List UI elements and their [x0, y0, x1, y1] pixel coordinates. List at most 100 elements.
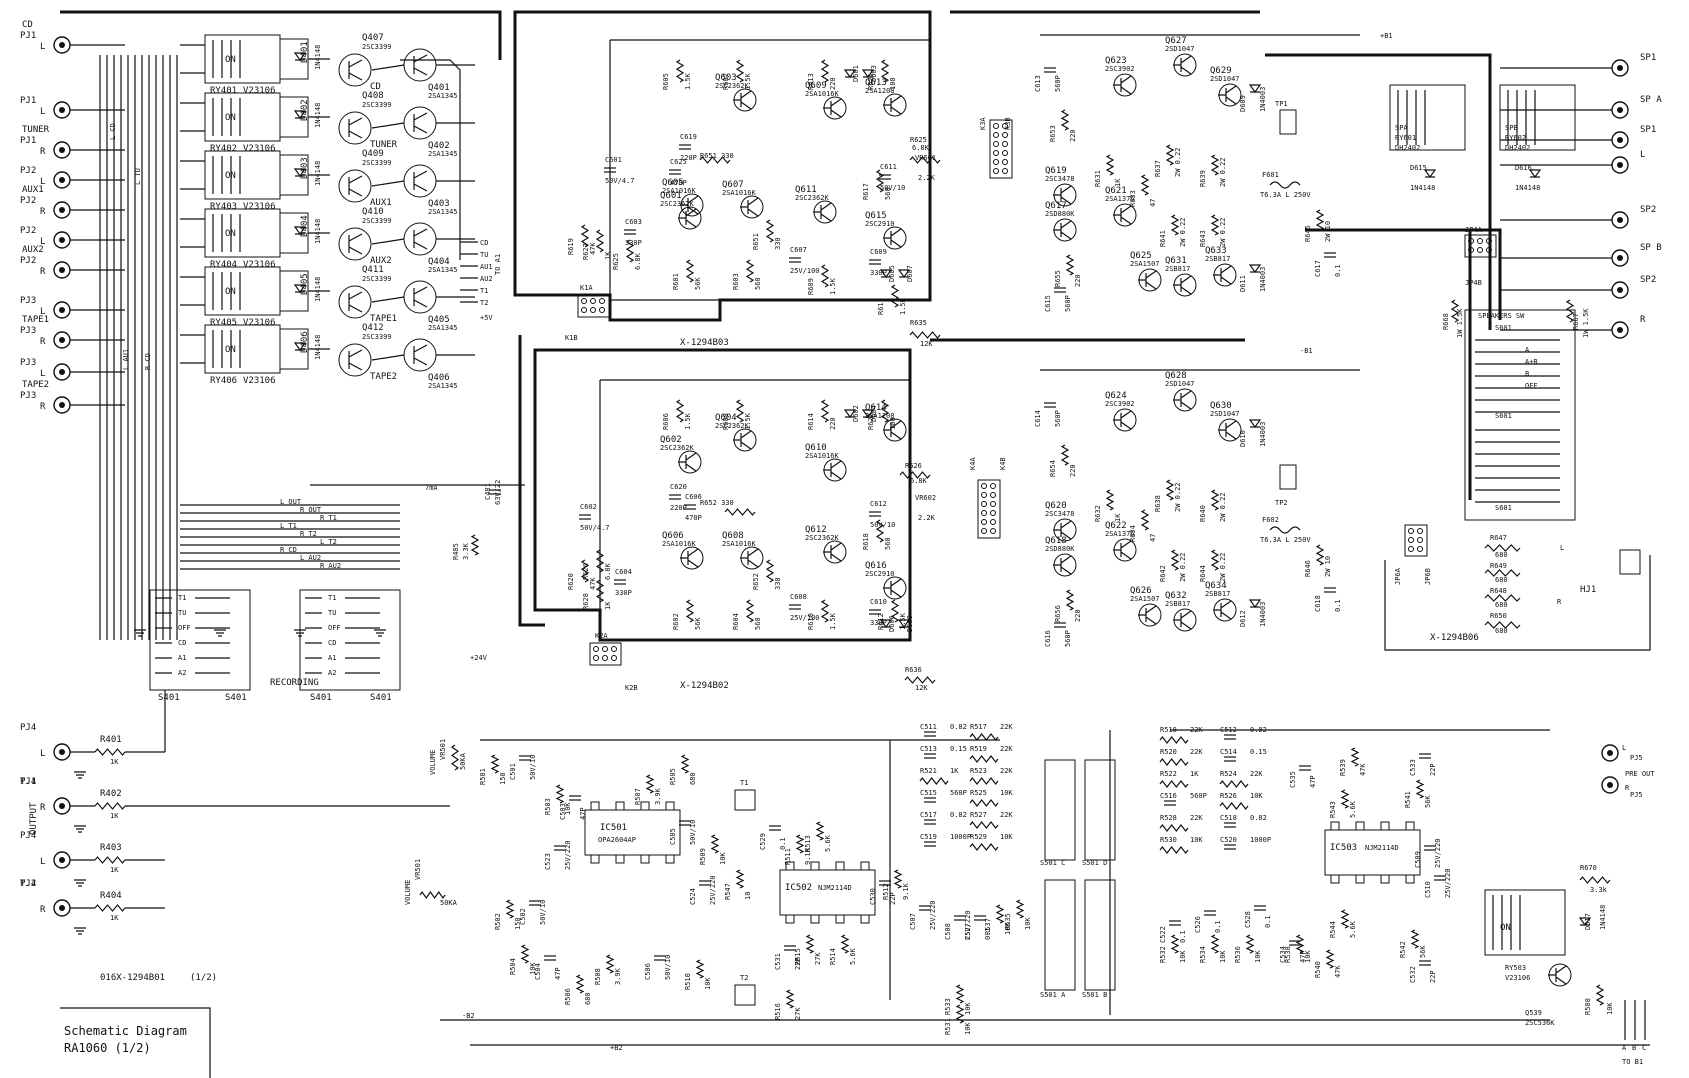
relay-coil	[279, 38, 309, 80]
part-value-label: 47	[1149, 534, 1157, 542]
output-tag-label: T.1	[20, 777, 36, 787]
cap-value-label: 220P	[680, 154, 697, 162]
resistor	[815, 821, 825, 841]
resistor	[1595, 984, 1605, 1006]
jack-channel-label: L	[40, 107, 45, 117]
transistor-ref-label: Q625	[1130, 251, 1152, 261]
diode	[293, 52, 307, 62]
tone-value-label: 10K	[1250, 792, 1263, 800]
connector-k1	[577, 294, 610, 318]
ic-pin	[835, 861, 845, 871]
resistor-value-label: 3.3k	[1590, 886, 1608, 894]
source-label: CD	[370, 82, 381, 92]
resistor-value-label: 6.8K	[604, 562, 612, 580]
switch-transistor	[403, 106, 437, 140]
connector-pin	[1002, 159, 1008, 165]
tone-switch-label: S501 A	[1040, 991, 1066, 999]
part-ref-label: R509	[699, 848, 707, 865]
part-value-label: 22P	[1429, 763, 1437, 776]
resistor-ref-label: R402	[100, 789, 122, 799]
diode-ref-label: D601	[852, 65, 860, 82]
resistor-value-label: 680	[1495, 601, 1508, 609]
part-value-label: 25V/220	[964, 910, 972, 940]
diode-ref-label: D402	[300, 99, 310, 121]
current-label: 7mA	[425, 484, 438, 492]
part-ref-label: R503	[544, 798, 552, 815]
transistor-ref-label: Q405	[428, 315, 450, 325]
tone-ref-label: R524	[1220, 770, 1237, 778]
resistor	[1105, 489, 1115, 511]
tone-value-label: 0.82	[950, 723, 967, 731]
part-value-label: 56K	[1424, 795, 1432, 808]
transistor-type-label: 2SD1047	[1210, 75, 1240, 83]
transistor-ref-label: Q406	[428, 373, 450, 383]
resistor	[680, 754, 690, 774]
relay-type-label: V23106	[243, 376, 276, 386]
tone-value-label: 22K	[1190, 726, 1203, 734]
resistor-ref-label: R404	[100, 891, 122, 901]
resistor-ref-label: R604	[732, 613, 740, 630]
resistor	[1325, 949, 1335, 969]
tone-ref-label: C517	[920, 811, 937, 819]
preout-jack-pin	[1607, 750, 1613, 756]
part-ref-label: R645	[1304, 225, 1312, 242]
bus-net-label: AU1	[480, 263, 493, 271]
power-bottom-transistor-body	[1113, 540, 1132, 560]
resistor-value-label: 12K	[920, 340, 933, 348]
part-value-label: 10K	[1024, 917, 1032, 930]
transistor-ref-label: Q617	[1045, 201, 1067, 211]
hp-jack-label: HJ1	[1580, 585, 1596, 595]
resistor	[1315, 544, 1325, 566]
connector-pin	[593, 655, 599, 661]
jack-channel-label: L	[40, 749, 45, 759]
relay-on-label: ON	[225, 345, 236, 355]
preout-jack-label: PJ5	[1630, 754, 1643, 762]
title-label: Schematic Diagram	[64, 1024, 187, 1038]
resistor	[1159, 846, 1189, 854]
transistor-ref-label: Q614	[865, 403, 887, 413]
jack-id-label: PJ4	[20, 879, 36, 889]
tone-value-label: 22K	[1190, 748, 1203, 756]
speaker-jack-label: SP B	[1640, 243, 1662, 253]
power-bottom-transistor-body	[1173, 610, 1192, 630]
transistor-ref-label: Q622	[1105, 521, 1127, 531]
part-value-label: 2W 0.22	[1219, 552, 1227, 582]
vr-ref-label: VR601	[915, 154, 936, 162]
part-ref-label: R639	[1199, 170, 1207, 187]
part-value-label: 150	[514, 917, 522, 930]
part-value-label: 47K	[1359, 763, 1367, 776]
diode	[843, 409, 857, 419]
resistor-ref-label: R667	[1572, 313, 1580, 330]
cap-ref-label: C601	[605, 156, 622, 164]
resistor	[1315, 209, 1325, 231]
bus-trunk	[400, 59, 461, 260]
vr-value-label: 2.2K	[918, 514, 936, 522]
transistor-ref-label: Q610	[805, 443, 827, 453]
tone-ref-label: R525	[970, 789, 987, 797]
transistor-ref-label: Q615	[865, 211, 887, 221]
resistor-value-label: 6.8K	[912, 144, 930, 152]
part-ref-label: R655	[1054, 270, 1062, 287]
relay-ref-label: SPA	[1395, 124, 1408, 132]
ic-pin	[1330, 874, 1340, 884]
relay-on-label: ON	[225, 229, 236, 239]
part-ref-label: C506	[644, 963, 652, 980]
resistor	[1219, 802, 1249, 810]
resistor-value-label: 100	[889, 417, 897, 430]
part-value-label: 22P	[794, 957, 802, 970]
power-top-transistor-body	[1113, 75, 1132, 95]
resistor	[575, 974, 585, 994]
transistor-link	[371, 296, 405, 303]
part-value-label: 47K	[1334, 965, 1342, 978]
switch-transistor-body	[348, 117, 363, 139]
relay-ref-label: RY405	[210, 318, 237, 328]
part-value-label: 25V/220	[709, 875, 717, 905]
connector-pin	[981, 528, 987, 534]
rail-label: +24V	[470, 654, 488, 662]
source-label: TAPE1	[370, 314, 397, 324]
fuse-value-label: T6.3A L 250V	[1260, 536, 1311, 544]
resistor	[1484, 621, 1521, 629]
diode-ref-label: D604	[870, 405, 878, 422]
resistor-ref-label: R603	[732, 273, 740, 290]
bus-label: L AU1	[122, 349, 130, 370]
